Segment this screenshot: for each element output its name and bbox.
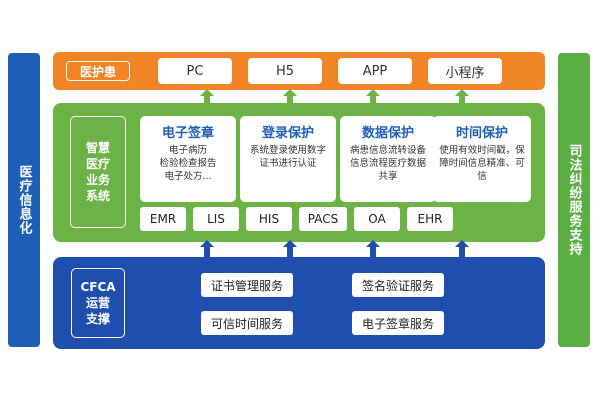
top-item-pc: PC	[158, 58, 232, 84]
card-data-protection: 数据保护 病患信息流转设备信息流程医疗数据共享	[340, 116, 436, 202]
card-body: 电子病历 检验检查报告 电子处方...	[159, 145, 217, 182]
left-side-bar-label: 医疗信息化	[16, 165, 32, 235]
card-title: 时间保护	[455, 126, 508, 141]
bottom-layer-label: CFCA 运营 支撑	[71, 268, 125, 338]
system-oa: OA	[354, 207, 400, 231]
card-title: 电子签章	[161, 126, 214, 141]
bottom-label-line2: 运营	[85, 296, 110, 310]
left-side-bar: 医疗信息化	[8, 53, 40, 347]
card-login-protection: 登录保护 系统登录使用数字证书进行认证	[240, 116, 336, 202]
service-signature-verification: 签名验证服务	[352, 273, 444, 297]
system-emr: EMR	[140, 207, 186, 231]
bottom-label-line1: CFCA	[80, 280, 116, 294]
system-ehr: EHR	[407, 207, 453, 231]
bottom-label-line3: 支撑	[85, 312, 110, 326]
arrow-up-icon	[366, 240, 380, 259]
bottom-layer-band	[53, 257, 545, 349]
arrow-up-icon	[455, 89, 469, 105]
top-item-h5: H5	[248, 58, 322, 84]
system-lis: LIS	[193, 207, 239, 231]
arrow-up-icon	[200, 89, 214, 105]
card-body: 病患信息流转设备信息流程医疗数据共享	[349, 145, 426, 182]
arrow-up-icon	[200, 240, 214, 259]
card-e-signature: 电子签章 电子病历 检验检查报告 电子处方...	[140, 116, 236, 202]
card-title: 登录保护	[261, 126, 314, 141]
arrow-up-icon	[283, 240, 297, 259]
card-body: 系统登录使用数字证书进行认证	[249, 145, 326, 169]
system-pacs: PACS	[299, 207, 347, 231]
top-item-app: APP	[338, 58, 412, 84]
arrow-up-icon	[283, 89, 297, 105]
service-trusted-time: 可信时间服务	[201, 311, 293, 335]
right-side-bar-label: 司法纠纷服务支持	[566, 144, 582, 256]
card-body: 使用有效时间戳，保障时间信息精准、可信	[439, 145, 525, 182]
service-cert-management: 证书管理服务	[201, 273, 293, 297]
top-layer-label: 医护患	[66, 61, 130, 81]
arrow-up-icon	[455, 240, 469, 259]
card-time-protection: 时间保护 使用有效时间戳，保障时间信息精准、可信	[433, 116, 531, 202]
arrow-up-icon	[366, 89, 380, 105]
card-title: 数据保护	[361, 126, 414, 141]
system-his: HIS	[246, 207, 292, 231]
right-side-bar: 司法纠纷服务支持	[558, 53, 590, 347]
service-e-signature: 电子签章服务	[352, 311, 444, 335]
top-item-miniprogram: 小程序	[428, 58, 502, 84]
middle-layer-label: 智慧医疗业务系统	[70, 116, 126, 228]
